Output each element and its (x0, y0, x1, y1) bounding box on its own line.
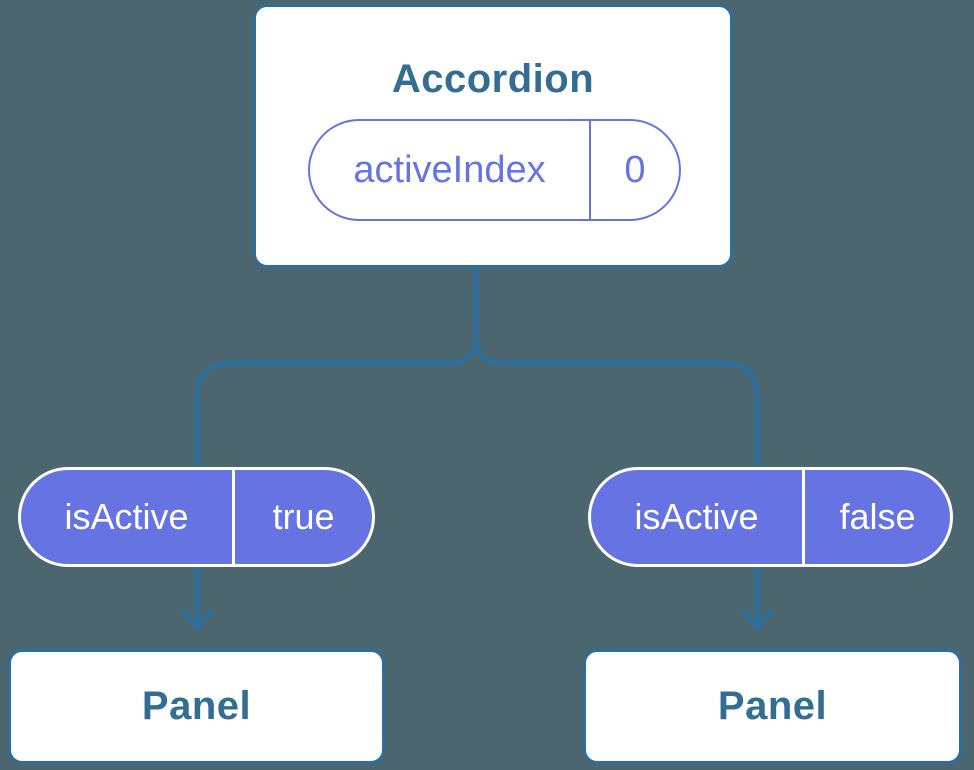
panel-node-title: Panel (717, 684, 828, 728)
prop-pill-isactive-false: isActive false (588, 467, 953, 567)
panel-node-left: Panel (8, 649, 385, 764)
prop-pill-value: false (839, 496, 916, 537)
prop-pill-value: true (272, 496, 335, 537)
prop-pill-name: isActive (21, 470, 235, 564)
arrowhead-left-icon (180, 609, 214, 630)
state-pill-activeindex: activeIndex 0 (308, 119, 681, 221)
connector-left-branch (194, 263, 479, 629)
accordion-node: Accordion activeIndex 0 (253, 4, 733, 268)
state-pill-name: activeIndex (310, 121, 591, 219)
arrowhead-right-icon (740, 609, 774, 630)
accordion-node-title: Accordion (391, 57, 595, 101)
prop-pill-isactive-true: isActive true (18, 467, 375, 567)
connector-right-branch (473, 334, 760, 629)
panel-node-right: Panel (583, 649, 962, 764)
state-pill-value: 0 (624, 148, 646, 191)
panel-node-title: Panel (141, 684, 252, 728)
prop-pill-name: isActive (591, 470, 805, 564)
